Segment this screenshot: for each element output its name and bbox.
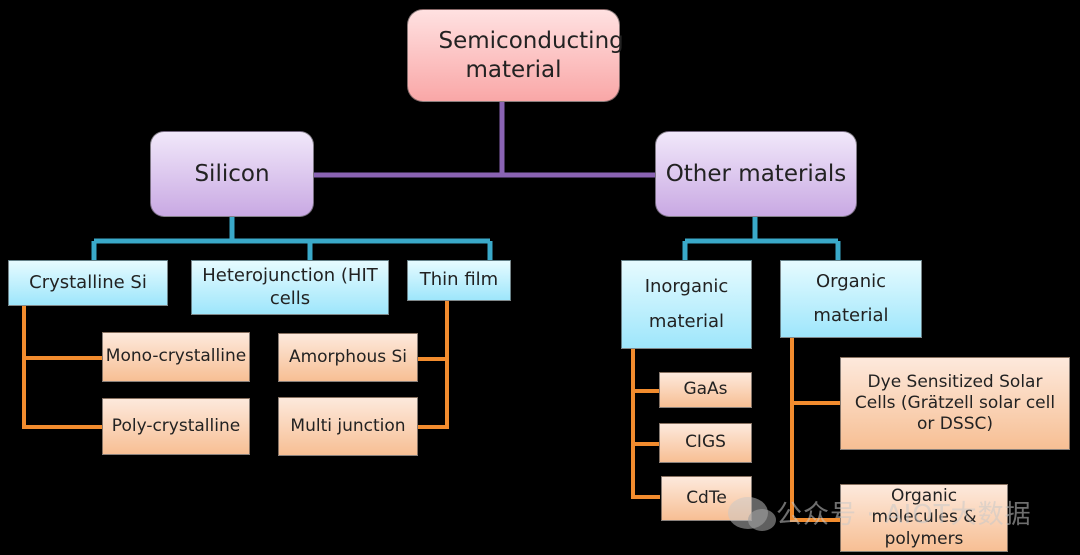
node-label: GaAs (683, 379, 728, 400)
node-label: Organic molecules & polymers (871, 486, 977, 549)
connector-thinfilm-children (418, 301, 449, 429)
node-amorphous-si: Amorphous Si (278, 333, 418, 382)
watermark: 公众号 · AIOT大数据 (728, 494, 1032, 531)
node-mono-crystalline: Mono-crystalline (102, 332, 250, 382)
node-dssc: Dye Sensitized Solar Cells (Grätzell sol… (840, 357, 1070, 450)
node-label: Silicon (194, 160, 270, 187)
node-label: Multi junction (290, 415, 406, 436)
connector-crystalline-children (22, 305, 102, 429)
node-poly-crystalline: Poly-crystalline (102, 398, 250, 455)
node-label: Thin film (419, 269, 499, 291)
node-label: Inorganic material (644, 276, 729, 332)
node-label: Amorphous Si (288, 346, 408, 367)
connector-other-children (682, 217, 841, 261)
node-organic-molecules: Organic molecules & polymers (840, 484, 1008, 552)
node-label: CdTe (686, 487, 727, 508)
connector-inorganic-children (631, 349, 660, 499)
node-label: Crystalline Si (29, 271, 147, 293)
node-other-materials: Other materials (655, 131, 857, 217)
node-label: Mono-crystalline (105, 346, 247, 367)
connector-organic-children (790, 338, 840, 522)
node-gaas: GaAs (659, 372, 752, 408)
connector-silicon-children (91, 215, 493, 261)
node-heterojunction: Heterojunction (HIT cells (191, 260, 389, 315)
node-label: Heterojunction (HIT cells (202, 265, 378, 309)
node-cigs: CIGS (659, 423, 752, 463)
node-multi-junction: Multi junction (278, 397, 418, 456)
node-label: CIGS (685, 432, 726, 453)
node-label: Semiconducting material (438, 27, 624, 83)
node-label: Other materials (665, 160, 847, 187)
node-organic-material: Organic material (780, 260, 922, 338)
node-label: Organic material (813, 270, 889, 326)
node-silicon: Silicon (150, 131, 314, 217)
node-crystalline-si: Crystalline Si (8, 260, 168, 306)
node-semiconducting-material: Semiconducting material (407, 9, 624, 102)
wechat-icon (728, 496, 776, 531)
node-label: Poly-crystalline (111, 415, 241, 436)
node-inorganic-material: Inorganic material (621, 260, 752, 349)
node-label: Dye Sensitized Solar Cells (Grätzell sol… (854, 371, 1056, 435)
node-thin-film: Thin film (407, 260, 511, 301)
watermark-text: 公众号 · AIOT大数据 (776, 500, 1032, 530)
